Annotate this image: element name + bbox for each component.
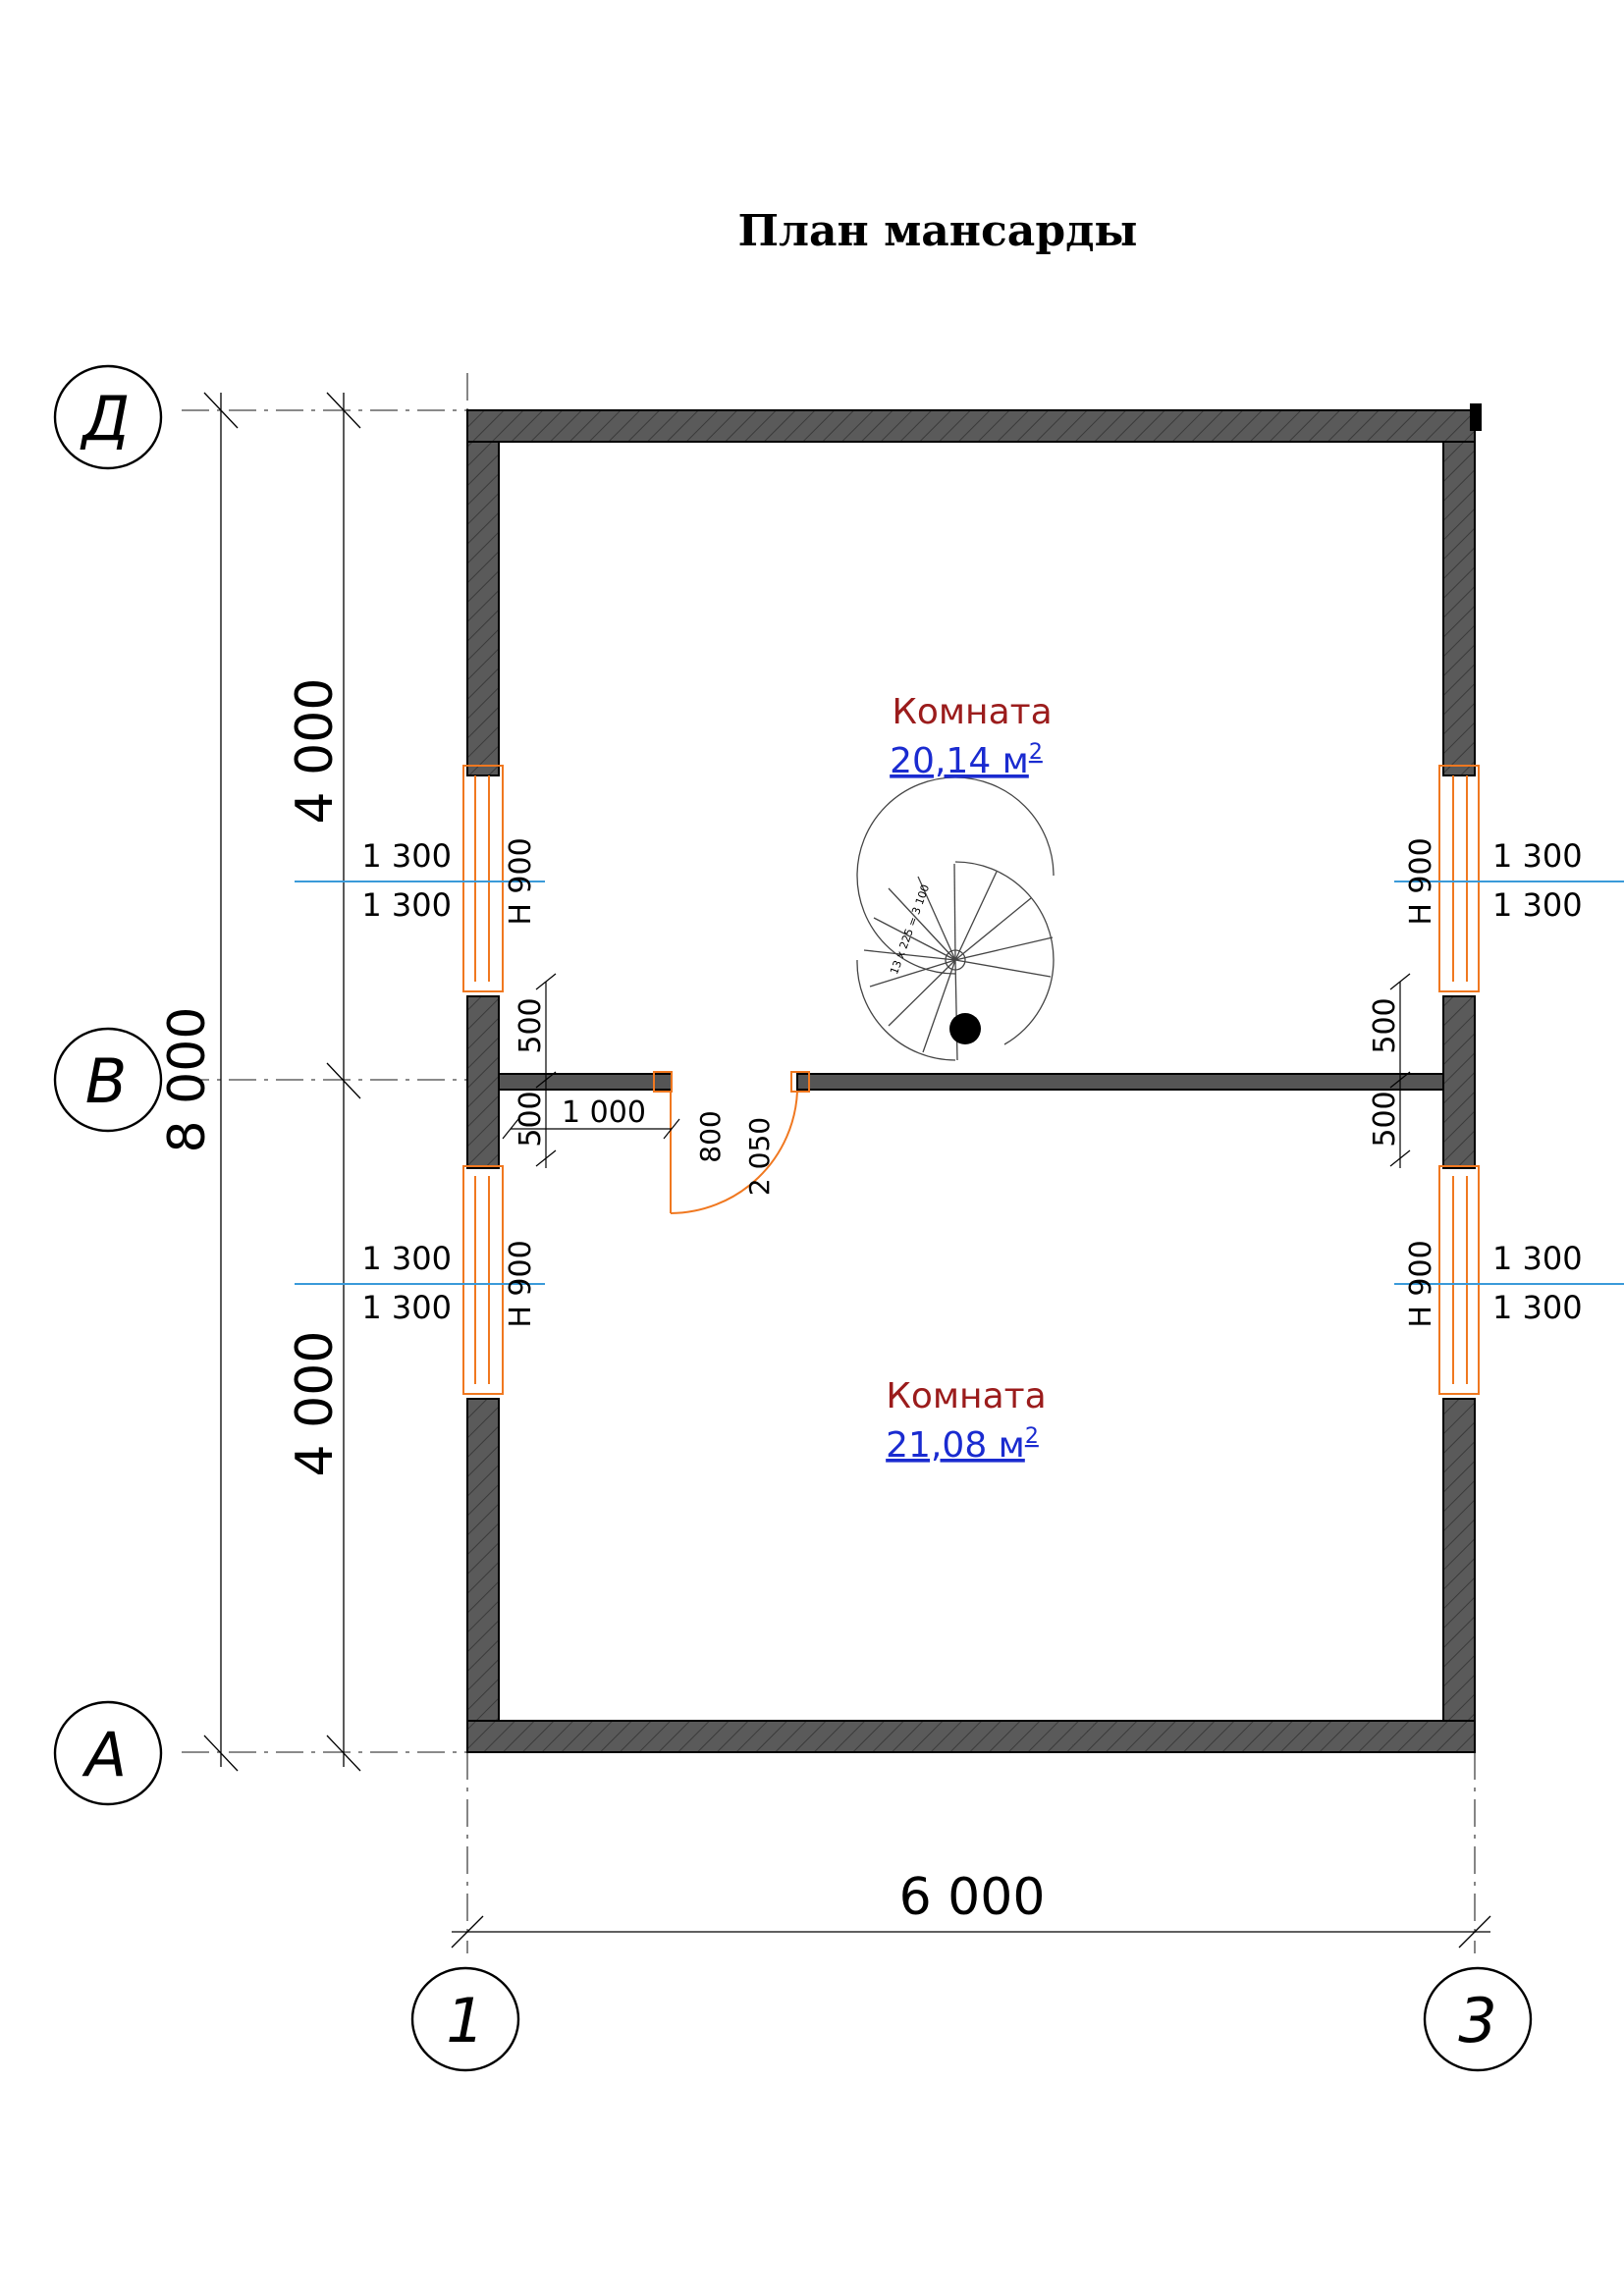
dim-upper-height: 4 000 [286, 678, 345, 825]
dim-500-right-bottom: 500 [1368, 1091, 1402, 1147]
door [653, 1071, 810, 1214]
spiral-staircase [856, 776, 1055, 1061]
svg-text:3: 3 [1458, 1985, 1496, 2056]
window-3-width: 1 300 [1492, 837, 1583, 875]
door-width: 800 [694, 1110, 727, 1162]
axis-lines [182, 373, 1476, 1953]
window-4-width: 1 300 [1492, 1240, 1583, 1277]
dim-1000: 1 000 [562, 1095, 646, 1130]
window-right-lower [1438, 1165, 1480, 1395]
axis-bubble-1: 1 [410, 1966, 520, 2072]
window-1-sill: Н 900 [504, 837, 538, 925]
room-upper-name: Комната [892, 692, 1052, 732]
window-2-width: 1 300 [361, 1240, 452, 1277]
window-4-sill: Н 900 [1404, 1240, 1438, 1327]
room-lower-area: 21,08 м2 [886, 1424, 1039, 1466]
stair-column [949, 1013, 981, 1044]
window-2-sill: Н 900 [504, 1240, 538, 1327]
dim-500-left-bottom: 500 [514, 1091, 548, 1147]
window-leaders [295, 881, 1624, 1285]
axis-bubble-3: 3 [1423, 1966, 1533, 2072]
horizontal-dimension [451, 1915, 1491, 1949]
door-height: 2 050 [743, 1117, 776, 1196]
room-lower-name: Комната [886, 1376, 1046, 1416]
room-upper-area: 20,14 м2 [890, 740, 1043, 781]
window-4-height: 1 300 [1492, 1289, 1583, 1326]
window-3-height: 1 300 [1492, 886, 1583, 924]
window-2-height: 1 300 [361, 1289, 452, 1326]
dim-500-right-top: 500 [1368, 997, 1402, 1053]
walls [466, 403, 1482, 1753]
window-right-upper [1438, 765, 1480, 992]
window-3-sill: Н 900 [1404, 837, 1438, 925]
axis-bubble-d: Д [53, 364, 163, 470]
dim-total-height: 8 000 [158, 1007, 217, 1153]
plan-title: План мансарды [737, 206, 1137, 256]
svg-text:А: А [81, 1719, 127, 1790]
dim-total-width: 6 000 [899, 1868, 1046, 1927]
window-left-upper [462, 765, 504, 992]
dim-lower-height: 4 000 [286, 1331, 345, 1477]
window-left-lower [462, 1165, 504, 1395]
svg-text:В: В [85, 1045, 128, 1117]
axis-bubble-v: В [53, 1027, 163, 1133]
svg-text:Д: Д [80, 383, 130, 454]
dim-500-left-top: 500 [514, 997, 548, 1053]
axis-bubble-a: А [53, 1700, 163, 1806]
svg-text:1: 1 [446, 1985, 484, 2056]
partition-dimensions [502, 973, 1411, 1168]
window-1-width: 1 300 [361, 837, 452, 875]
window-1-height: 1 300 [361, 886, 452, 924]
vertical-dimensions [203, 392, 361, 1772]
